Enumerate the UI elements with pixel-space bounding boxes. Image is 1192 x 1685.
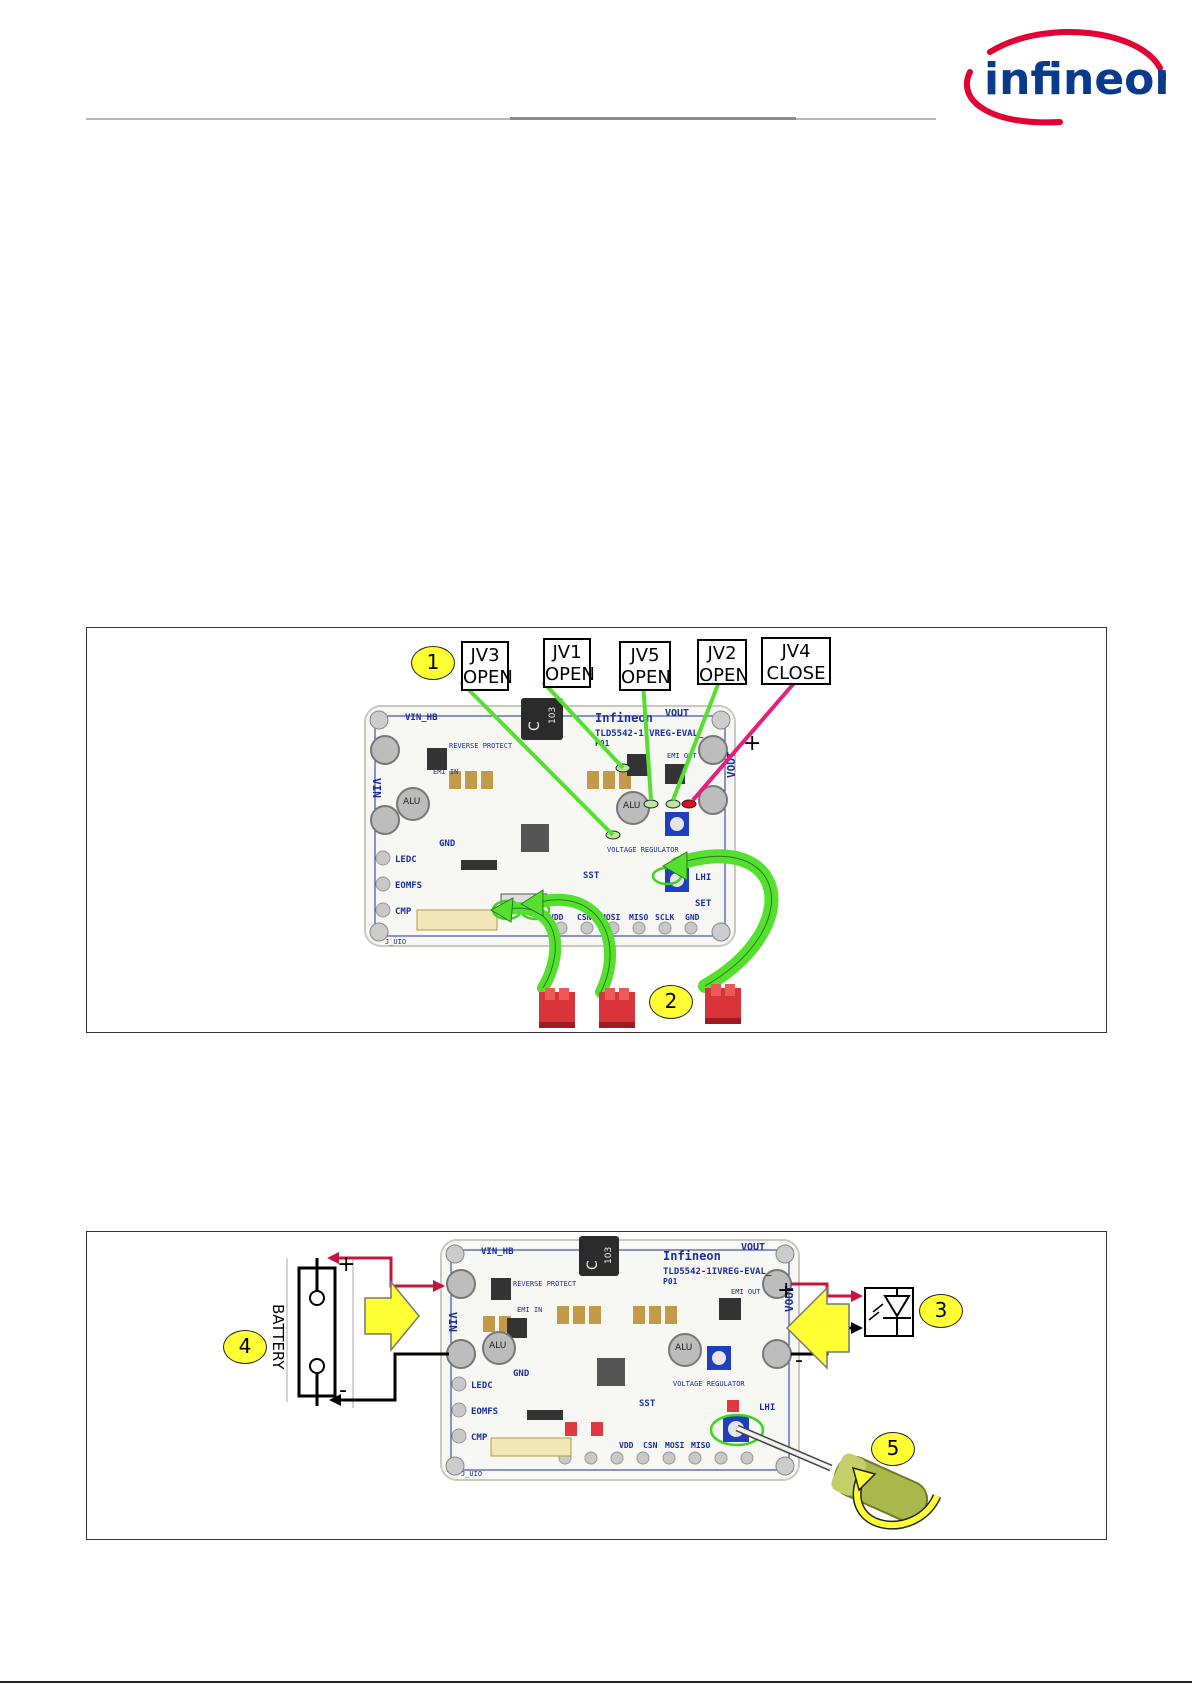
svg-text:SET: SET — [695, 899, 712, 909]
svg-text:EMI IN: EMI IN — [517, 1306, 542, 1314]
svg-text:CMP: CMP — [471, 1433, 488, 1443]
svg-text:J_UIO: J_UIO — [461, 1470, 482, 1478]
svg-text:EMI OUT: EMI OUT — [667, 752, 697, 760]
svg-text:Infineon: Infineon — [595, 711, 653, 725]
svg-text:REVERSE PROTECT: REVERSE PROTECT — [449, 742, 513, 750]
svg-text:SST: SST — [583, 871, 600, 881]
svg-text:SCLK: SCLK — [655, 913, 674, 922]
svg-text:VIN: VIN — [370, 778, 383, 798]
svg-text:CMP: CMP — [395, 907, 412, 917]
step-badge-1: 1 — [411, 646, 455, 680]
svg-text:TLD5542-1IVREG-EVAL_: TLD5542-1IVREG-EVAL_ — [663, 1267, 772, 1277]
output-minus-sign: - — [795, 1348, 803, 1373]
svg-text:EOMFS: EOMFS — [395, 881, 422, 891]
output-plus-sign: + — [777, 1278, 796, 1303]
plus-sign: + — [743, 731, 762, 756]
svg-text:EMI OUT: EMI OUT — [731, 1288, 761, 1296]
svg-text:103: 103 — [604, 1247, 614, 1264]
svg-text:ALU: ALU — [675, 1343, 692, 1353]
svg-text:LEDC: LEDC — [471, 1381, 493, 1391]
screwdriver-icon — [735, 1424, 942, 1530]
jumper-leader-lines — [459, 680, 797, 837]
svg-text:GND: GND — [513, 1369, 530, 1379]
figure-wiring-setup: C 103 ALU ALU — [86, 1231, 1107, 1540]
led-load-symbol — [864, 1287, 914, 1337]
step-badge-3: 3 — [919, 1294, 963, 1328]
svg-text:VOUT: VOUT — [783, 1285, 796, 1312]
supply-wires — [327, 1252, 863, 1406]
jumper-insert-arrows — [489, 849, 779, 998]
pcb-board: C 103 ALU ALU — [364, 698, 738, 947]
svg-text:GND: GND — [685, 913, 700, 922]
svg-text:LEDC: LEDC — [395, 855, 417, 865]
svg-text:VOLTAGE REGULATOR: VOLTAGE REGULATOR — [607, 846, 679, 854]
svg-text:EMI IN: EMI IN — [433, 768, 458, 776]
footer-rule — [0, 1681, 1192, 1683]
svg-text:LHI: LHI — [695, 873, 711, 883]
svg-text:ALU: ALU — [403, 797, 420, 807]
svg-text:MOSI: MOSI — [601, 913, 620, 922]
svg-text:103: 103 — [548, 707, 558, 724]
svg-text:ALU: ALU — [489, 1341, 506, 1351]
figure-jumper-setup: C 103 ALU ALU — [86, 627, 1107, 1033]
infineon-logo: infineon — [963, 29, 1166, 126]
svg-text:VDD: VDD — [619, 1441, 634, 1450]
step-badge-2: 2 — [649, 985, 693, 1019]
svg-text:TLD5542-1IVREG-EVAL_: TLD5542-1IVREG-EVAL_ — [595, 729, 704, 739]
svg-text:C: C — [527, 721, 543, 731]
svg-text:CSN: CSN — [643, 1441, 658, 1450]
svg-text:CSN: CSN — [577, 913, 592, 922]
step-badge-5: 5 — [871, 1432, 915, 1466]
svg-text:J_UIO: J_UIO — [385, 938, 406, 946]
svg-text:VIN: VIN — [446, 1312, 459, 1332]
svg-text:ALU: ALU — [623, 801, 640, 811]
svg-text:LHI: LHI — [759, 1403, 775, 1413]
svg-text:Infineon: Infineon — [663, 1249, 721, 1263]
pcb-board-2: C 103 ALU ALU — [440, 1236, 800, 1481]
svg-text:GND: GND — [439, 839, 456, 849]
logo-wordmark: infineon — [984, 54, 1166, 105]
svg-text:MISO: MISO — [691, 1441, 710, 1450]
svg-text:EOMFS: EOMFS — [471, 1407, 498, 1417]
svg-text:VDD: VDD — [549, 913, 564, 922]
battery-minus-sign: - — [339, 1378, 347, 1403]
flow-arrows — [364, 1279, 850, 1370]
figure1-drawing: C 103 ALU ALU — [364, 680, 797, 1028]
svg-text:VIN_HB: VIN_HB — [481, 1247, 514, 1257]
svg-text:SST: SST — [639, 1399, 656, 1409]
step-badge-4: 4 — [223, 1330, 267, 1364]
svg-text:VOUT: VOUT — [741, 1242, 765, 1253]
jumper-caps — [539, 984, 741, 1028]
svg-text:REVERSE PROTECT: REVERSE PROTECT — [513, 1280, 577, 1288]
figure2-drawing: C 103 ALU ALU — [269, 1236, 942, 1530]
header-rule-accent — [510, 117, 796, 120]
battery-symbol — [286, 1258, 354, 1408]
svg-text:VOUT: VOUT — [665, 708, 689, 719]
svg-text:P01: P01 — [663, 1277, 678, 1286]
svg-text:C: C — [585, 1260, 601, 1270]
svg-text:VIN_HB: VIN_HB — [405, 713, 438, 723]
battery-label: BATTERY — [269, 1304, 287, 1370]
svg-text:MOSI: MOSI — [665, 1441, 684, 1450]
svg-text:VOLTAGE REGULATOR: VOLTAGE REGULATOR — [673, 1380, 745, 1388]
battery-plus-sign: + — [337, 1252, 356, 1277]
svg-text:MISO: MISO — [629, 913, 648, 922]
